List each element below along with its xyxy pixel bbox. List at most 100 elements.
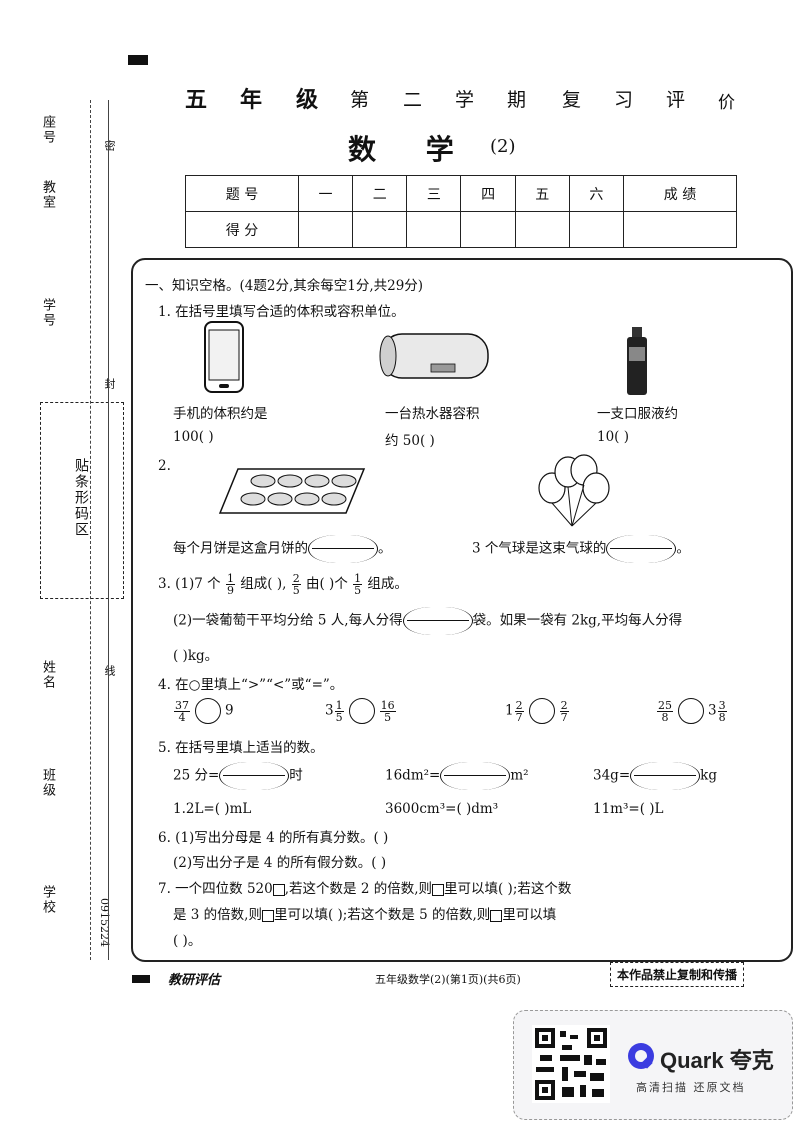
denominator: 5	[335, 710, 343, 724]
q7-text: 里可以填	[502, 907, 557, 923]
q1b-answer[interactable]: 约 50( )	[385, 433, 435, 449]
question-7-line3[interactable]: ( )。	[173, 933, 202, 949]
q5f[interactable]: 11m³=( )L	[593, 801, 664, 817]
q1a-answer[interactable]: 100( )	[173, 429, 214, 445]
q2a-end: 。	[378, 540, 392, 557]
footer-page: 五年级数学(2)(第1页)(共6页)	[375, 973, 521, 986]
numerator: 2	[291, 572, 301, 585]
compare-circle[interactable]	[678, 698, 704, 724]
q3-text[interactable]: 组成( ),	[240, 576, 287, 592]
score-cell[interactable]	[568, 211, 625, 248]
compare-circle[interactable]	[348, 698, 375, 724]
denominator: 8	[661, 710, 669, 724]
q2a-fraction-blank[interactable]	[308, 535, 378, 563]
question-3-2-answer[interactable]: ( )kg。	[173, 648, 219, 664]
score-cell[interactable]	[623, 211, 737, 248]
denominator: 5	[292, 584, 300, 597]
whole-number: 3	[325, 702, 334, 719]
score-cell[interactable]	[352, 211, 408, 248]
name-label: 姓名	[40, 660, 55, 690]
water-heater-image	[379, 333, 489, 379]
volume-label: (2)	[490, 136, 516, 157]
numerator: 2	[514, 698, 524, 712]
numerator: 1	[334, 698, 344, 712]
denominator: 7	[515, 710, 523, 724]
digit-box	[261, 909, 274, 922]
q5e[interactable]: 3600cm³=( )dm³	[385, 801, 499, 817]
title-char: 二	[403, 89, 423, 111]
barcode-label: 贴条形码区	[73, 458, 89, 538]
digit-box	[272, 883, 285, 896]
question-frame	[131, 258, 793, 962]
q5d[interactable]: 1.2L=( )mL	[173, 801, 252, 817]
seat-label: 座号	[40, 115, 55, 145]
whole-number: 3	[708, 702, 717, 719]
score-header: 三	[406, 175, 462, 212]
whole-number: 1	[505, 702, 514, 719]
q5-unit: kg	[700, 767, 717, 784]
q3-text[interactable]: 由( )个	[306, 576, 348, 592]
q1c-answer[interactable]: 10( )	[597, 429, 630, 445]
q5c-fraction-blank[interactable]	[630, 762, 701, 790]
footer-notice: 本作品禁止复制和传播	[610, 962, 745, 987]
score-cell[interactable]	[514, 211, 570, 248]
question-2: 2.	[158, 458, 171, 474]
section-heading: 一、知识空格。(4题2分,其余每空1分,共29分)	[145, 278, 424, 294]
q1b-text: 一台热水器容积	[385, 406, 480, 422]
digit-box	[490, 909, 503, 922]
room-label: 教室	[40, 180, 55, 210]
compare-circle[interactable]	[528, 698, 555, 724]
footer-mark	[132, 975, 150, 983]
numerator: 2	[559, 698, 569, 712]
q7-text[interactable]: 里可以填( );若这个数	[444, 881, 572, 897]
score-header: 题 号	[185, 175, 299, 212]
title-char: 习	[614, 89, 634, 111]
subject-title: 数 学	[348, 133, 474, 166]
q5b: 16dm²=m²	[385, 762, 529, 790]
title-char: 级	[296, 87, 319, 113]
q3-2-fraction-blank[interactable]	[402, 607, 473, 635]
title-char: 价	[718, 93, 735, 113]
title-char: 期	[507, 89, 527, 111]
q7-text: 7. 一个四位数 520	[158, 881, 273, 897]
title-char: 复	[562, 89, 582, 111]
q2b-fraction-blank[interactable]	[606, 535, 677, 563]
score-header: 六	[568, 175, 625, 212]
digit-box	[432, 883, 444, 896]
qr-code-icon	[532, 1025, 610, 1103]
document-code: 0915224	[98, 898, 111, 947]
question-7-line1: 7. 一个四位数 520,若这个数是 2 的倍数,则里可以填( );若这个数	[158, 877, 571, 897]
q5-text: 25 分=	[173, 767, 220, 784]
score-cell[interactable]	[460, 211, 516, 248]
score-cell[interactable]	[406, 211, 462, 248]
q3-2-text: (2)一袋葡萄干平均分给 5 人,每人分得	[173, 612, 403, 629]
q7-text[interactable]: 里可以填( );若这个数是 5 的倍数,则	[273, 907, 491, 923]
compare-circle[interactable]	[195, 698, 221, 724]
seal-char-feng: 封	[103, 378, 116, 391]
binding-line	[108, 100, 110, 960]
phone-image	[204, 321, 244, 393]
q5a-fraction-blank[interactable]	[219, 762, 290, 790]
question-6-1[interactable]: 6. (1)写出分母是 4 的所有真分数。( )	[158, 830, 389, 846]
quark-brand: Quark 夸克	[660, 1048, 774, 1073]
denominator: 5	[354, 584, 362, 597]
quark-logo-icon	[628, 1043, 654, 1069]
q2a: 每个月饼是这盒月饼的。	[173, 535, 392, 563]
score-header: 成 绩	[623, 175, 737, 212]
q5b-fraction-blank[interactable]	[440, 762, 511, 790]
question-6-2[interactable]: (2)写出分子是 4 的所有假分数。( )	[173, 855, 387, 871]
score-cell[interactable]	[297, 211, 354, 248]
question-1: 1. 在括号里填写合适的体积或容积单位。	[158, 304, 405, 320]
q1a-text: 手机的体积约是	[173, 406, 268, 422]
oral-liquid-image	[627, 327, 647, 395]
q5-unit: 时	[289, 767, 303, 784]
